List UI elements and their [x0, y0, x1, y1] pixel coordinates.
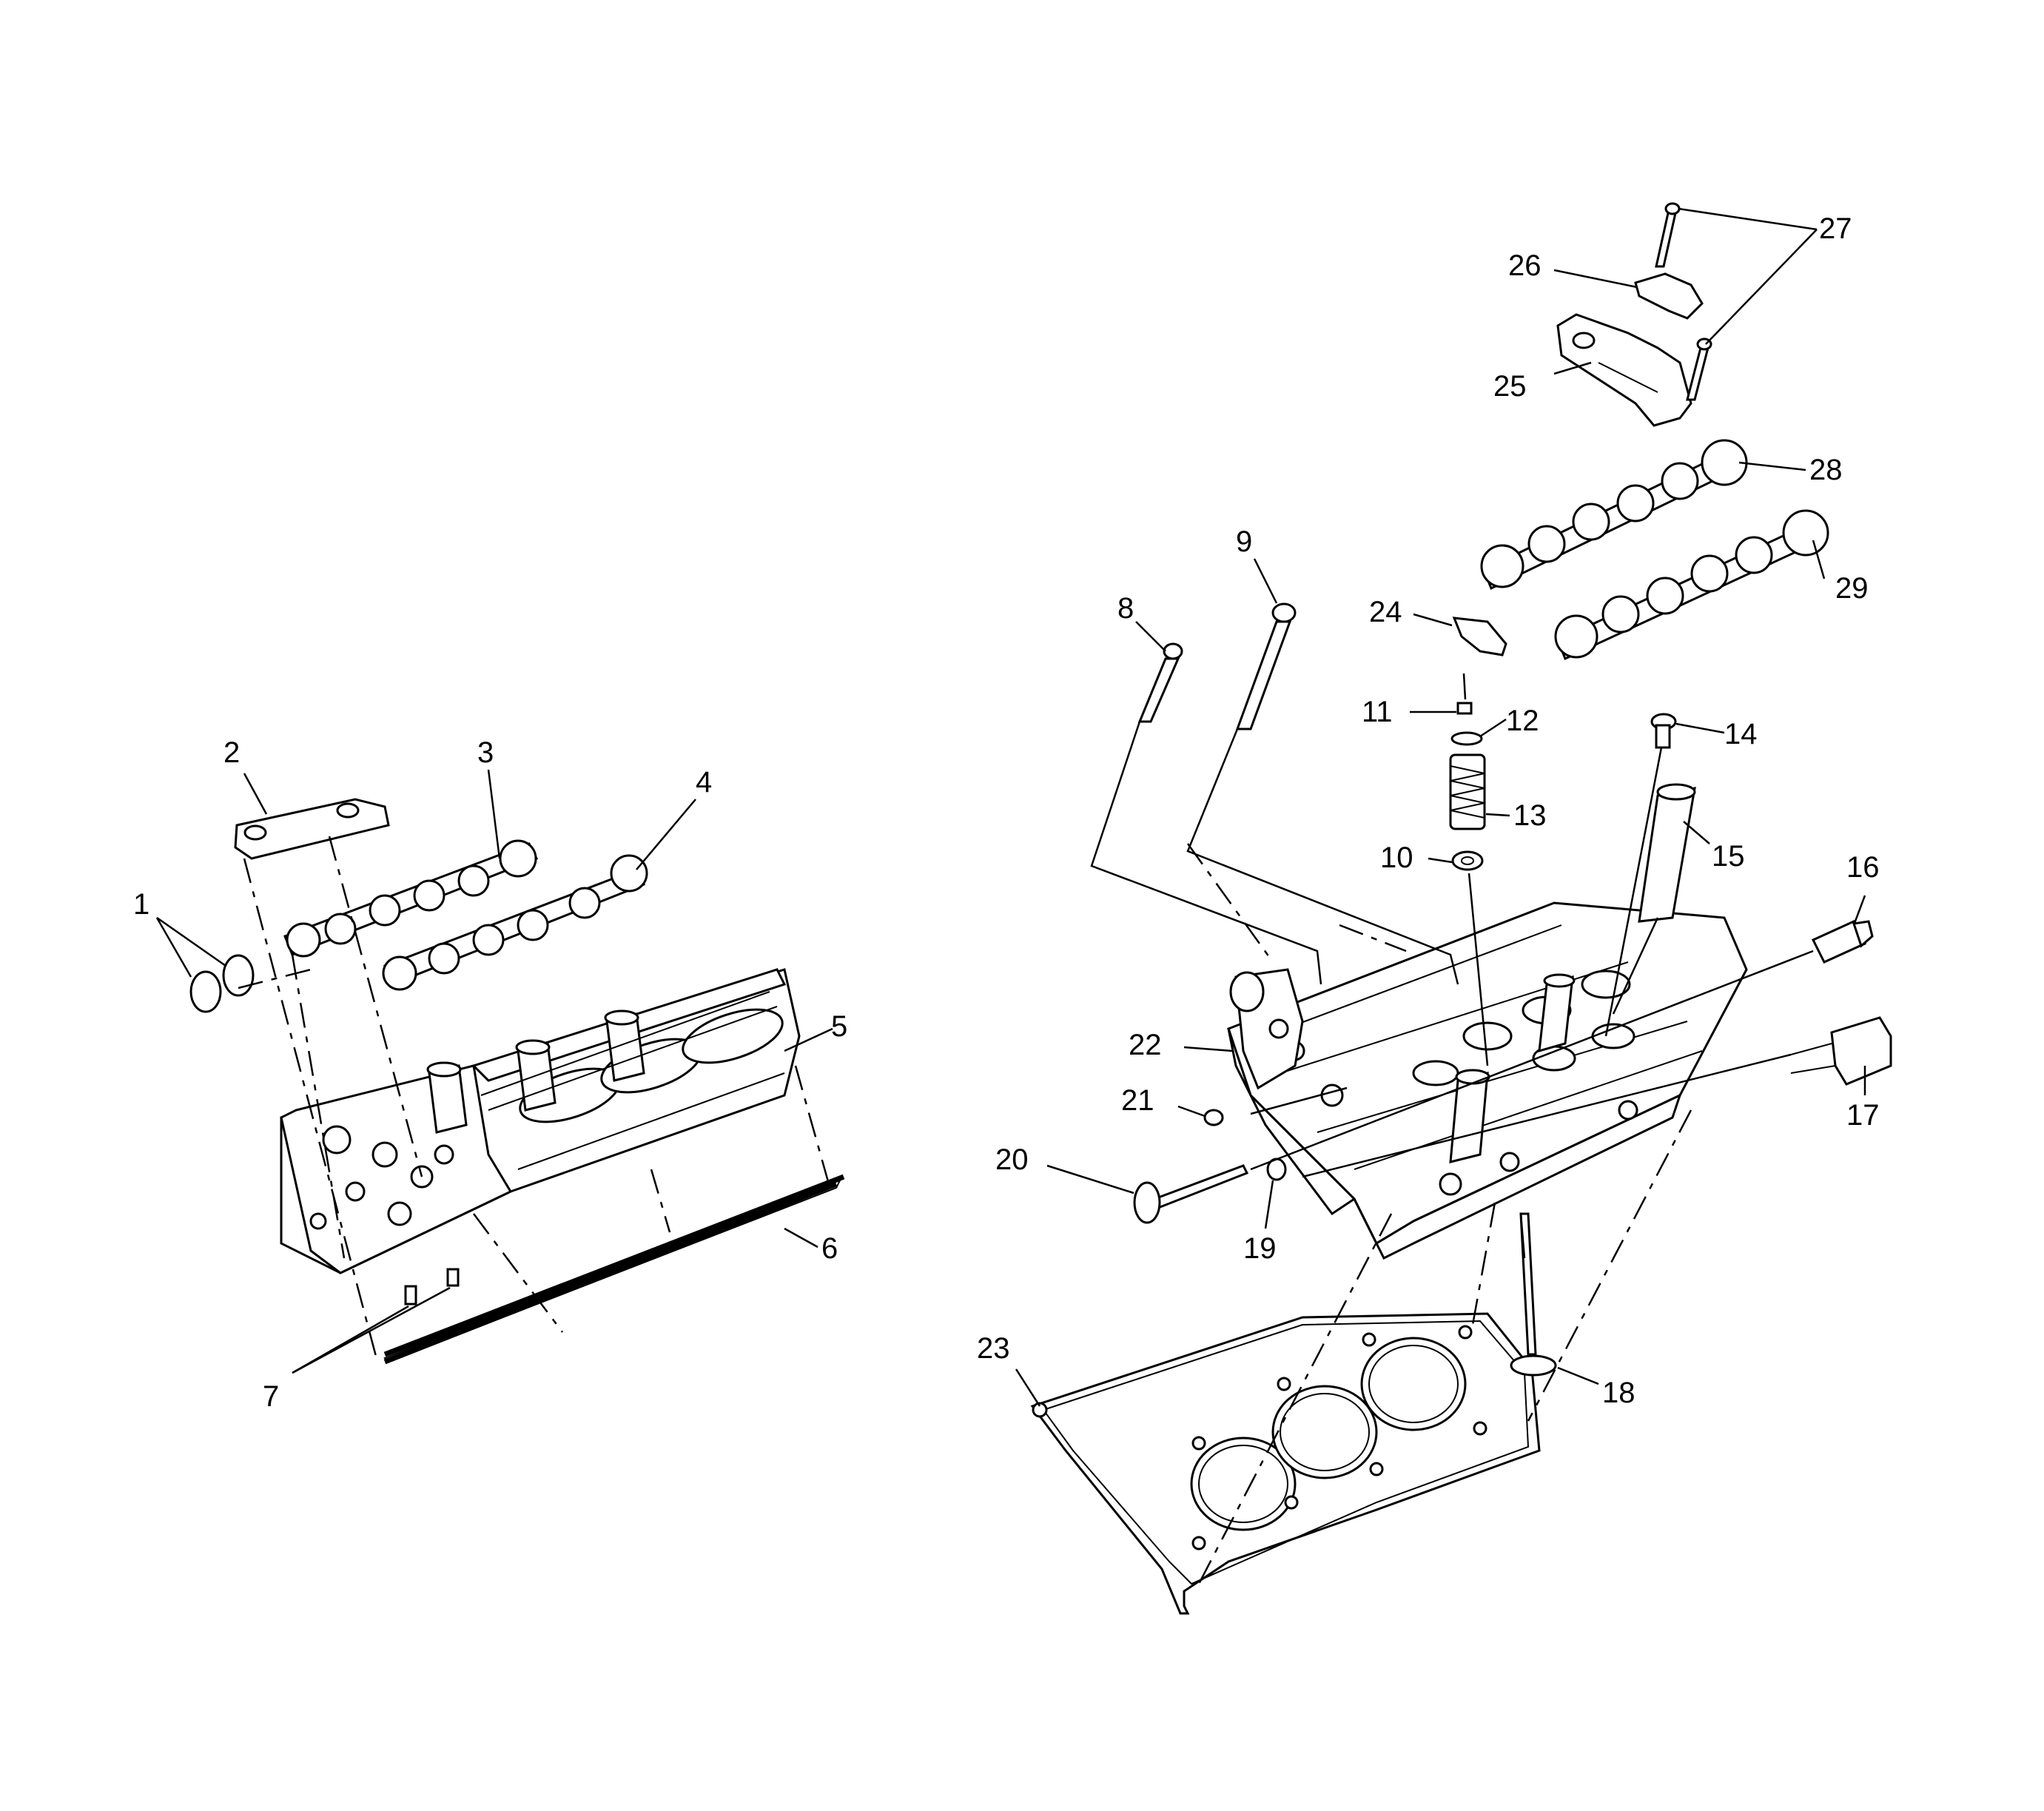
- callout-2: 2: [223, 736, 240, 769]
- callout-19: 19: [1243, 1232, 1277, 1265]
- left-dowel-pin-a: [404, 1285, 417, 1306]
- right-camshaft-cap: [1556, 313, 1692, 427]
- callout-25: 25: [1493, 370, 1527, 403]
- callout-28: 28: [1809, 454, 1843, 486]
- callout-14: 14: [1724, 718, 1758, 750]
- valve-spring-seat: [1451, 850, 1484, 871]
- callout-21: 21: [1121, 1084, 1154, 1117]
- camshaft-position-sensor: [1790, 1016, 1892, 1086]
- right-head-bolt-short: [1137, 642, 1183, 723]
- right-head-gasket: [1030, 1312, 1541, 1615]
- callout-6: 6: [821, 1232, 838, 1265]
- callout-27: 27: [1819, 212, 1852, 245]
- left-camshaft-seal-b: [222, 954, 255, 997]
- right-cylinder-head-assembly: [1015, 202, 1892, 1615]
- spark-plug-tube: [1638, 783, 1696, 923]
- left-cylinder-head: [280, 968, 801, 1274]
- valve-stem-seal-21: [1203, 1109, 1224, 1126]
- left-camshaft-lower: [382, 854, 648, 991]
- callout-11: 11: [1362, 696, 1393, 728]
- left-cylinder-head-assembly: [155, 769, 845, 1374]
- left-camshaft-upper: [283, 839, 539, 958]
- camshaft-cap-bolt-a: [1655, 202, 1681, 268]
- callout-26: 26: [1508, 249, 1542, 282]
- callout-22: 22: [1129, 1029, 1162, 1061]
- right-cylinder-head: [1227, 901, 1748, 1260]
- callout-18: 18: [1602, 1377, 1635, 1409]
- valve-stem-seal: [1650, 713, 1677, 749]
- callout-1: 1: [133, 888, 149, 921]
- callout-16: 16: [1846, 851, 1880, 884]
- callout-29: 29: [1835, 572, 1869, 605]
- callout-4: 4: [696, 766, 712, 799]
- callout-labels: 1 2 3 4 5 6 7 8 9 10 11 12 13 14 15 16 1…: [133, 212, 1880, 1413]
- left-dowel-pin-b: [446, 1268, 460, 1287]
- oil-pressure-sensor: [1811, 920, 1874, 964]
- right-camshaft-cap-small: [1634, 272, 1704, 320]
- callout-23: 23: [977, 1332, 1010, 1365]
- callout-12: 12: [1506, 705, 1539, 737]
- left-camshaft-seal-a: [189, 970, 222, 1013]
- valve-keeper: [1456, 702, 1473, 715]
- callout-10: 10: [1380, 841, 1413, 874]
- callout-15: 15: [1712, 840, 1745, 873]
- valve-spring-retainer: [1450, 731, 1483, 746]
- callout-20: 20: [995, 1143, 1029, 1176]
- intake-valve: [1133, 1164, 1249, 1224]
- right-head-bolt-long: [1235, 602, 1297, 730]
- callout-13: 13: [1513, 799, 1547, 832]
- right-camshaft-upper: [1480, 439, 1748, 591]
- callout-8: 8: [1117, 592, 1134, 625]
- left-head-gasket: [383, 1174, 845, 1365]
- callout-17: 17: [1846, 1099, 1880, 1132]
- camshaft-cap-bolt-b: [1686, 337, 1712, 401]
- callout-3: 3: [477, 736, 494, 769]
- right-camshaft-lower: [1554, 509, 1829, 661]
- left-camshaft-cap: [234, 798, 390, 860]
- valve-spring: [1449, 753, 1486, 830]
- callout-9: 9: [1236, 525, 1252, 558]
- callout-5: 5: [831, 1010, 847, 1043]
- right-front-bracket: [1229, 968, 1304, 1090]
- callout-7: 7: [263, 1380, 279, 1413]
- roller-rocker-arm: [1452, 616, 1507, 656]
- callout-24: 24: [1369, 596, 1402, 628]
